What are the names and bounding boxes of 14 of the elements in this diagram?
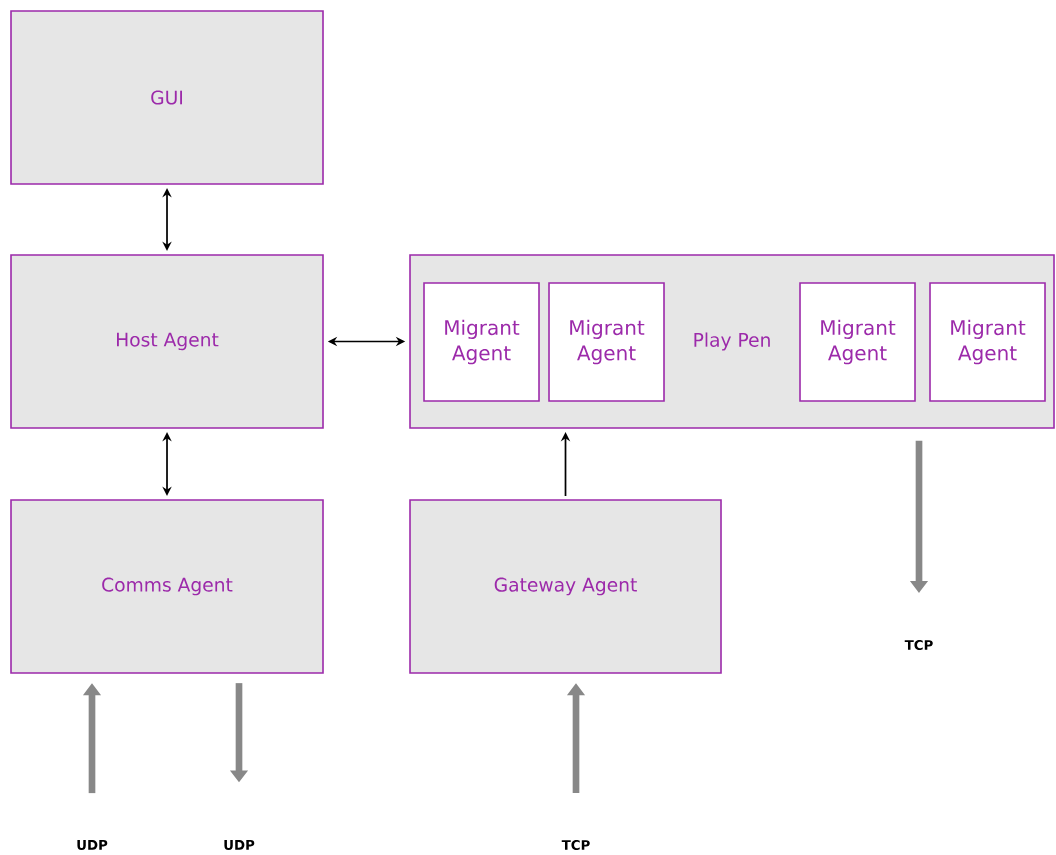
agent-box: Comms Agent: [10, 499, 324, 674]
protocol-label: UDP: [224, 840, 255, 850]
gui-box: GUI: [10, 10, 324, 185]
agent-box: Gateway Agent: [409, 499, 722, 674]
protocol-label: TCP: [904, 639, 933, 651]
agent-box: Migrant Agent: [929, 282, 1046, 402]
agent-box: Host Agent: [10, 254, 324, 429]
agent-box: Migrant Agent: [548, 282, 665, 402]
protocol-label: UDP: [77, 840, 108, 850]
agent-box: Migrant Agent: [799, 282, 916, 402]
double-arrow: [162, 188, 172, 251]
double-arrow: [162, 432, 172, 496]
protocol-label: TCP: [561, 839, 590, 851]
agent-box: Migrant Agent: [423, 282, 540, 402]
